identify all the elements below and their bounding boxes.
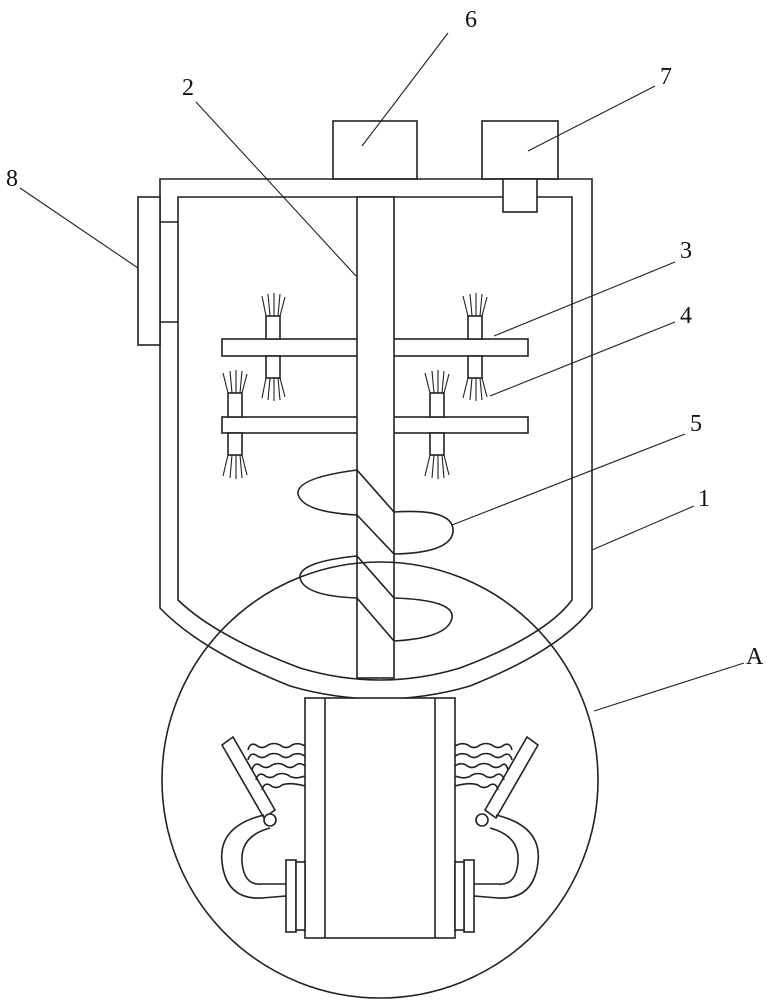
spiral-blade bbox=[297, 469, 454, 642]
label-A: A bbox=[746, 644, 764, 670]
label-4: 4 bbox=[680, 303, 692, 329]
discharge-pipe-outer bbox=[304, 697, 456, 939]
detail-circle bbox=[161, 561, 599, 999]
label-7: 7 bbox=[660, 64, 672, 90]
label-8: 8 bbox=[6, 166, 18, 192]
left-clamp bbox=[220, 735, 306, 933]
feed-box bbox=[481, 120, 559, 180]
control-panel bbox=[137, 196, 161, 346]
label-3: 3 bbox=[680, 238, 692, 264]
label-6: 6 bbox=[465, 7, 477, 33]
right-clamp bbox=[454, 735, 540, 933]
leader-lines bbox=[19, 32, 745, 712]
label-5: 5 bbox=[690, 411, 702, 437]
brush-bristles bbox=[222, 293, 488, 479]
motor-box bbox=[332, 120, 418, 180]
rotating-shaft bbox=[356, 196, 395, 679]
brush-holders bbox=[227, 315, 483, 456]
tank-inner-wall bbox=[177, 196, 573, 681]
label-2: 2 bbox=[182, 75, 194, 101]
feed-port bbox=[502, 178, 538, 213]
label-1: 1 bbox=[698, 486, 710, 512]
